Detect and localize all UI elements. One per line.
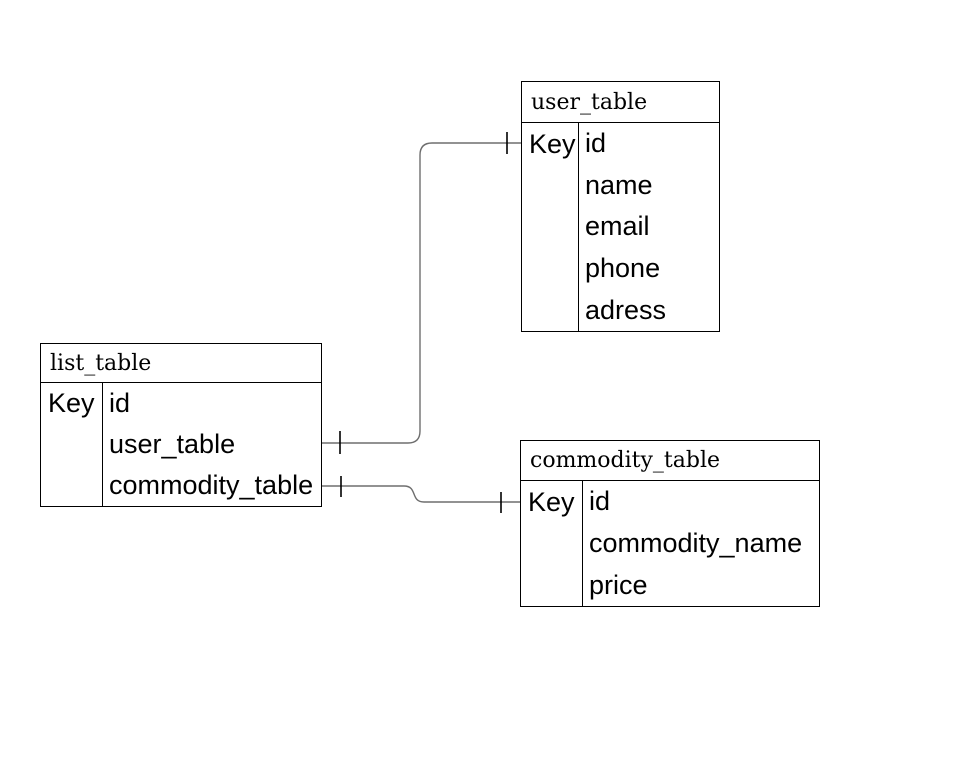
table-title: list_table [41,344,321,383]
key-column: Key [521,481,583,606]
field-name: name [585,169,653,200]
field-id: id [109,388,131,418]
field-email: email [585,211,650,242]
field-adress: adress [585,294,667,325]
field-user_table: user_table [109,429,236,459]
field-commodity_table: commodity_table [109,470,314,500]
field-phone: phone [585,253,661,284]
table-node-user_table[interactable]: user_table Key id name email phone adress [521,81,720,332]
field-price: price [589,569,648,600]
table-body: Key id user_table commodity_table [41,383,321,506]
table-body: Key id name email phone adress [522,123,719,331]
key-column: Key [41,383,103,506]
relation-list_table-to-user_table[interactable] [322,132,521,454]
key-column: Key [522,123,579,331]
field-id: id [589,486,611,517]
table-title: user_table [522,82,719,123]
field-id: id [585,128,607,159]
key-label: Key [529,128,576,159]
relation-list_table-to-commodity_table[interactable] [322,476,520,513]
relation-line[interactable] [322,485,520,503]
field-list: id name email phone adress [579,123,719,331]
field-list: id user_table commodity_table [103,383,321,506]
table-node-list_table[interactable]: list_table Key id user_table commodity_tab… [40,343,322,507]
table-title: commodity_table [521,441,819,481]
key-label: Key [528,486,575,517]
field-commodity_name: commodity_name [589,528,803,558]
key-label: Key [48,388,95,419]
relation-line[interactable] [322,142,521,444]
